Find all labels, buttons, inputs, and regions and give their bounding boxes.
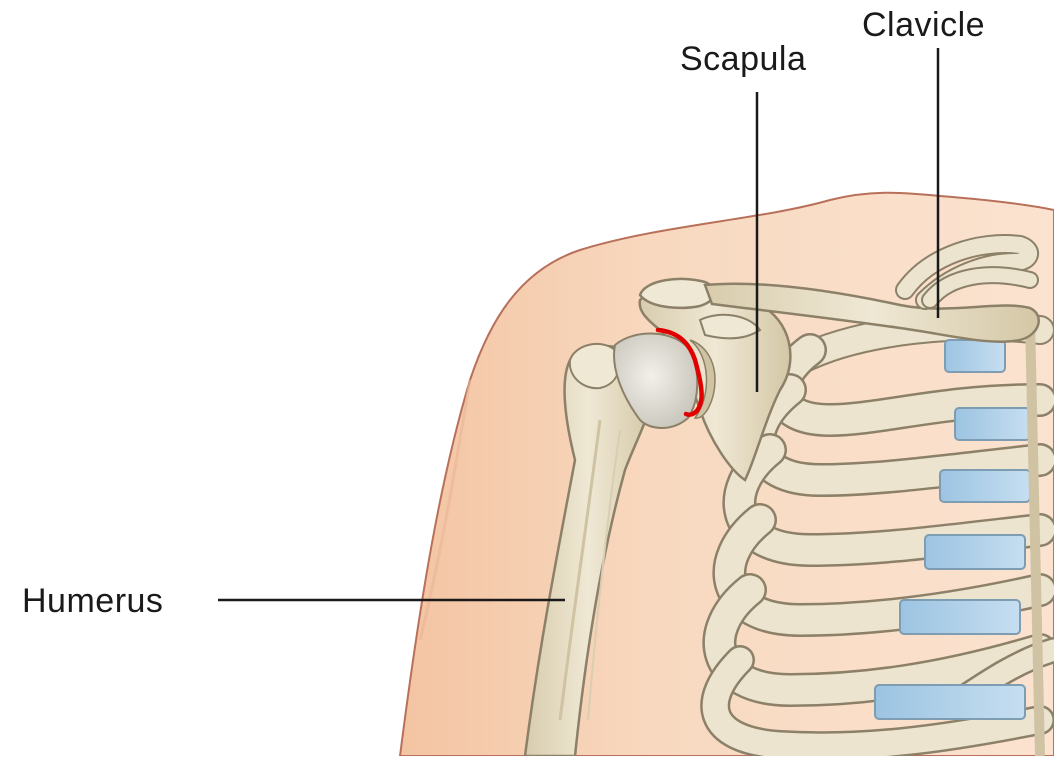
greater-tubercle xyxy=(570,344,619,388)
scapula-label: Scapula xyxy=(680,40,806,79)
clavicle-label: Clavicle xyxy=(862,6,985,45)
acromion xyxy=(640,279,715,308)
humerus-label: Humerus xyxy=(22,582,163,621)
